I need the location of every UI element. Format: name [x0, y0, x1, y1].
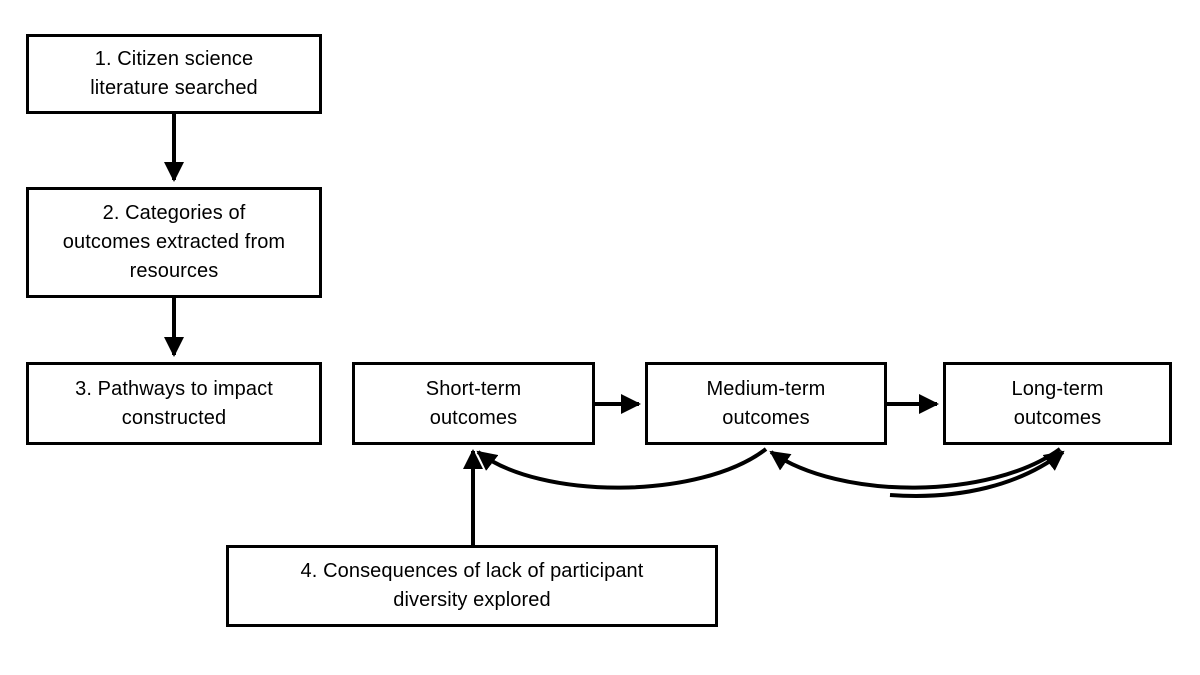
node-long-term-outcomes-label: Long-term outcomes	[1011, 377, 1104, 429]
node-step4[interactable]: 4. Consequences of lack of participant d…	[226, 545, 718, 627]
edge-step4-to-long-curved	[889, 450, 1065, 498]
node-step4-label: 4. Consequences of lack of participant d…	[300, 560, 644, 611]
node-short-term-outcomes[interactable]: Short-term outcomes	[352, 362, 595, 445]
edge-step4-to-short-curved	[476, 447, 768, 490]
node-medium-term-outcomes-label: Medium-term outcomes	[706, 377, 826, 429]
node-long-term-outcomes[interactable]: Long-term outcomes	[943, 362, 1172, 445]
node-step2[interactable]: 2. Categories of outcomes extracted from…	[26, 187, 322, 298]
node-short-term-outcomes-label: Short-term outcomes	[425, 377, 522, 429]
node-step1[interactable]: 1. Citizen science literature searched	[26, 34, 322, 114]
node-medium-term-outcomes[interactable]: Medium-term outcomes	[645, 362, 887, 445]
node-step1-label: 1. Citizen science literature searched	[90, 48, 258, 99]
node-step3[interactable]: 3. Pathways to impact constructed	[26, 362, 322, 445]
edge-step4-to-medium-curved	[769, 447, 1062, 490]
node-step3-label: 3. Pathways to impact constructed	[75, 377, 273, 429]
node-step2-label: 2. Categories of outcomes extracted from…	[62, 202, 286, 282]
